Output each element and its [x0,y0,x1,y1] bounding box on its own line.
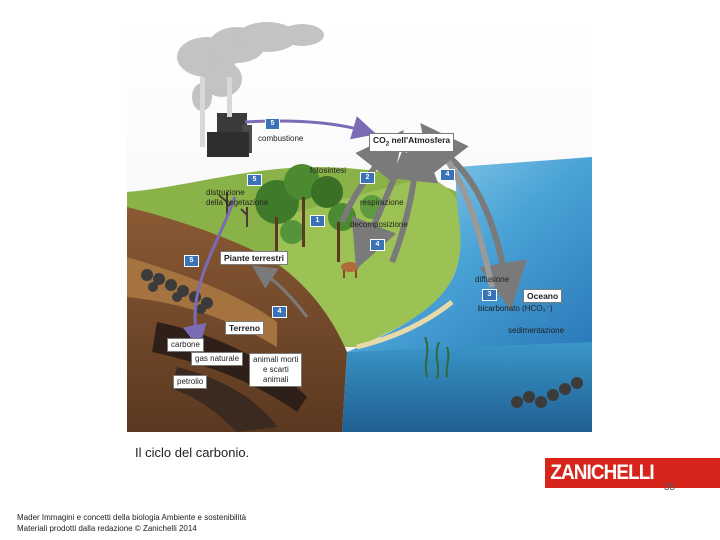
page-number: 35 [664,482,676,493]
respiration-arrow [339,130,404,224]
fossil-fuel-arrow [182,196,237,349]
label-fotosintesi: fotosintesi [310,166,347,175]
label-distruzione: distruzione della vegetazione [203,187,271,209]
seaweed [424,336,450,380]
label-respirazione: respirazione [360,198,404,207]
factory [200,77,252,157]
animal-arrow [252,265,309,318]
carbon-cycle-diagram: combustione CO2 nell'Atmosfera fotosinte… [127,17,592,432]
label-co2-suffix: nell'Atmosfera [389,135,451,145]
label-decomposizione: decomposizione [350,220,408,229]
label-carbone: carbone [167,338,204,352]
coal-rocks [141,269,583,408]
step-marker-decomposizione-1: 1 [310,215,325,227]
step-marker-terreno: 4 [272,306,287,318]
label-animali-line2: e scarti [263,365,289,374]
footer-line-2: Materiali prodotti dalla redazione © Zan… [17,524,197,533]
figure-caption: Il ciclo del carbonio. [135,445,250,460]
label-co2-atmosfera: CO2 nell'Atmosfera [369,133,455,152]
step-marker-distruzione: 5 [247,174,262,186]
decomposition-arrow [389,133,439,264]
step-marker-diffusione: 3 [482,289,497,301]
combustion-arrow [244,116,377,140]
label-terreno: Terreno [225,321,265,335]
label-distruzione-line2: della vegetazione [206,198,269,207]
label-distruzione-line1: distruzione [206,188,245,197]
label-bicarbonato: bicarbonato (HCO₃⁻) [478,304,553,313]
label-gas-naturale: gas naturale [191,352,244,366]
label-animali-morti: animali morti e scarti animali [249,353,303,387]
ocean-surface [347,157,592,352]
label-combustione: combustione [258,134,304,143]
label-piante-terrestri: Piante terrestri [220,251,288,265]
label-co2-subscript: 2 [385,141,390,148]
label-sedimentazione: sedimentazione [508,326,565,335]
footer: Mader Immagini e concetti della biologia… [17,512,246,534]
label-diffusione: diffusione [475,275,510,284]
step-marker-decomposizione-4: 4 [370,239,385,251]
step-marker-fotosintesi: 2 [360,172,375,184]
ocean-diffusion-up-arrow [420,122,495,288]
label-petrolio: petrolio [173,375,208,389]
step-marker-ocean-4: 4 [440,169,455,181]
beach [356,300,454,350]
label-animali-line3: animali [263,375,289,384]
step-marker-fossil: 5 [184,255,199,267]
label-animali-line1: animali morti [253,355,299,364]
label-oceano: Oceano [523,289,563,303]
publisher-logo-text: ZANICHELLI [550,461,654,484]
footer-line-1: Mader Immagini e concetti della biologia… [17,513,247,522]
trees [255,164,384,262]
label-co2-prefix: CO [373,135,386,145]
ocean-cross-section [342,342,592,432]
publisher-logo: ZANICHELLI [545,458,720,488]
step-marker-combustione: 5 [265,118,280,130]
